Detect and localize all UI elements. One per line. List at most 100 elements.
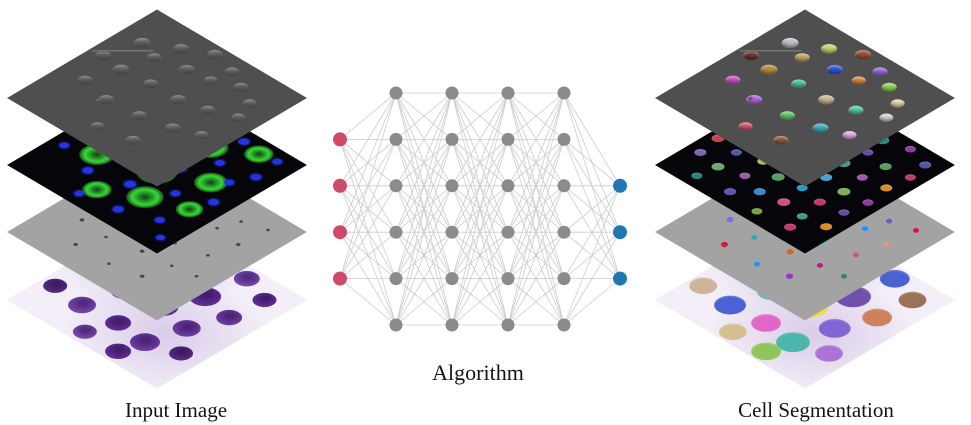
network-edge [395, 92, 453, 233]
hidden-node [445, 318, 459, 332]
input-image-label: Input Image [124, 398, 228, 422]
cell-blob [893, 288, 933, 312]
cell-blob [852, 47, 875, 62]
network-edge [507, 139, 565, 326]
hidden-node [501, 132, 515, 146]
cell-blob [143, 51, 165, 64]
cell-blob [75, 177, 119, 203]
hidden-node [557, 132, 571, 146]
cell-blob [881, 241, 891, 248]
cell-blob [108, 62, 134, 77]
cell-blob [210, 306, 248, 329]
network-edge [563, 278, 621, 326]
cell-blob [78, 217, 86, 222]
cell-blob [845, 104, 867, 117]
network-edge [451, 92, 509, 326]
cell-blob [206, 197, 222, 207]
hidden-node [445, 272, 459, 286]
cell-blob [860, 197, 876, 207]
network-edge [451, 92, 509, 233]
network-edge [507, 92, 565, 233]
cell-blob [791, 51, 813, 64]
cell-blob [724, 216, 736, 223]
network-edge [395, 92, 453, 187]
cell-blob [809, 341, 849, 365]
hidden-node [501, 318, 515, 332]
cell-blob [742, 93, 766, 107]
network-edge [563, 139, 621, 187]
input-node [333, 178, 347, 193]
cell-blob [770, 134, 792, 147]
cell-blob [744, 310, 788, 336]
cell-blob [68, 321, 103, 342]
network-edge [339, 278, 397, 326]
hidden-node [557, 272, 571, 286]
output-node [613, 271, 627, 286]
cell-blob [80, 165, 96, 175]
network-edge [339, 92, 397, 140]
cell-blob [883, 218, 894, 225]
cell-blob [722, 74, 744, 87]
cell-blob [878, 81, 900, 94]
cell-blob [103, 235, 109, 239]
network-edge [563, 231, 621, 326]
network-edge [395, 231, 453, 326]
network-edge [507, 278, 565, 326]
cell-blob [834, 186, 854, 197]
cell-blob [784, 272, 796, 280]
cell-blob [916, 159, 934, 170]
cell-blob [122, 134, 144, 147]
cell-blob [749, 206, 765, 216]
cell-blob [823, 63, 847, 77]
cell-blob [204, 47, 227, 62]
network-edge [507, 231, 565, 326]
network-edge [339, 231, 397, 279]
hidden-node [445, 86, 459, 100]
cell-blob [721, 186, 739, 197]
cell-blob [192, 129, 212, 141]
cell-blob [110, 204, 126, 214]
cell-blob [197, 104, 219, 117]
cell-blob [756, 62, 782, 77]
cell-blob [265, 228, 271, 232]
cell-blob [817, 221, 835, 232]
cell-blob [38, 275, 73, 296]
cell-blob [166, 93, 190, 107]
network-edge [451, 231, 509, 326]
cell-blob [152, 215, 168, 225]
hidden-node [501, 272, 515, 286]
cell-blob [836, 208, 852, 218]
network-edge [563, 185, 621, 233]
network-edge [507, 92, 565, 326]
cell-blob [910, 227, 921, 234]
cell-blob [815, 262, 825, 269]
cell-blob [247, 289, 282, 311]
network-edge [507, 92, 565, 279]
cell-blob [902, 172, 918, 182]
network-edge [507, 185, 565, 326]
cell-blob [164, 343, 198, 364]
cell-blob [87, 120, 107, 133]
network-edge [451, 92, 509, 279]
network-edge [563, 185, 621, 279]
cell-blob [811, 197, 829, 208]
hidden-node [445, 225, 459, 239]
cell-blob [840, 129, 860, 141]
cell-blob [230, 81, 252, 94]
cell-blob [56, 141, 72, 150]
cell-blob [708, 161, 728, 173]
network-edge [339, 92, 397, 233]
cell-blob [128, 109, 150, 122]
cell-blob [175, 63, 199, 77]
input-node [333, 271, 347, 286]
cell-blob [749, 234, 759, 241]
algorithm-label: Algorithm [432, 360, 524, 385]
cell-blob [138, 249, 146, 254]
network-edge [395, 92, 453, 279]
cell-blob [167, 316, 207, 340]
network-edge [451, 185, 509, 326]
cell-blob [849, 74, 869, 87]
cell-blob [752, 260, 762, 267]
